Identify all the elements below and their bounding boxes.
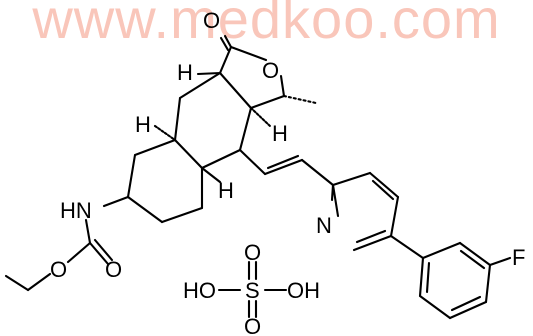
bond xyxy=(219,36,230,52)
bond xyxy=(178,71,222,100)
bond xyxy=(153,124,177,142)
bond xyxy=(418,294,452,320)
atom-label-oh: OH xyxy=(287,278,320,303)
atom-label-n-pyridine: N xyxy=(316,213,332,238)
bond xyxy=(330,183,335,202)
bond xyxy=(389,195,400,238)
bond xyxy=(160,206,204,224)
bond xyxy=(418,256,425,298)
bond xyxy=(331,171,372,187)
bond xyxy=(196,71,222,76)
bond xyxy=(84,218,92,245)
bond xyxy=(238,106,253,152)
bond xyxy=(88,241,110,266)
bond xyxy=(249,94,286,110)
atom-label-hn: HN xyxy=(60,198,92,223)
bond xyxy=(368,171,400,199)
bond xyxy=(425,261,431,294)
atom-label-h: H xyxy=(272,121,288,146)
bond xyxy=(26,272,52,292)
bond xyxy=(484,263,492,304)
bond xyxy=(229,45,268,62)
bond xyxy=(488,256,512,267)
bond xyxy=(173,96,182,142)
bond xyxy=(173,138,204,170)
atom-label-f: F xyxy=(512,245,525,270)
atom-label-o-ring: O xyxy=(262,58,279,83)
atom-label-h: H xyxy=(135,112,151,137)
atom-label-o-carbonyl: O xyxy=(203,8,220,33)
atom-label-ho: HO xyxy=(183,278,216,303)
bond xyxy=(4,274,30,292)
atom-label-h: H xyxy=(177,60,193,85)
bond xyxy=(102,195,130,208)
bond xyxy=(263,158,304,176)
bond xyxy=(389,234,425,260)
bond xyxy=(93,238,114,262)
bond xyxy=(126,195,164,224)
bond xyxy=(459,249,486,270)
bond xyxy=(355,229,387,244)
bond xyxy=(371,179,395,201)
atom-label-h: H xyxy=(218,178,234,203)
bond xyxy=(238,148,267,176)
bond xyxy=(126,153,137,199)
atom-label-o-sulfate-bottom: O xyxy=(244,314,261,336)
bond xyxy=(66,241,92,264)
atom-label-o-sulfate-top: O xyxy=(244,240,261,265)
atom-label-o-ester: O xyxy=(50,257,67,282)
bond xyxy=(133,138,177,157)
bond xyxy=(266,154,300,170)
bond xyxy=(458,241,492,267)
bond xyxy=(200,166,222,184)
bond xyxy=(200,148,242,170)
bond xyxy=(223,34,233,49)
bond xyxy=(218,71,253,110)
atom-label-o-carbamate: O xyxy=(105,257,122,282)
bond xyxy=(352,234,393,252)
bond xyxy=(249,106,273,129)
bond xyxy=(300,158,335,187)
bond xyxy=(448,300,488,320)
bond xyxy=(282,94,318,105)
bond xyxy=(279,74,286,98)
bond xyxy=(331,183,340,218)
bond xyxy=(218,45,233,75)
bond xyxy=(421,241,462,260)
bond xyxy=(450,295,482,312)
atom-label-s: S xyxy=(245,278,260,303)
watermark: www.medkoo.com xyxy=(32,0,501,50)
